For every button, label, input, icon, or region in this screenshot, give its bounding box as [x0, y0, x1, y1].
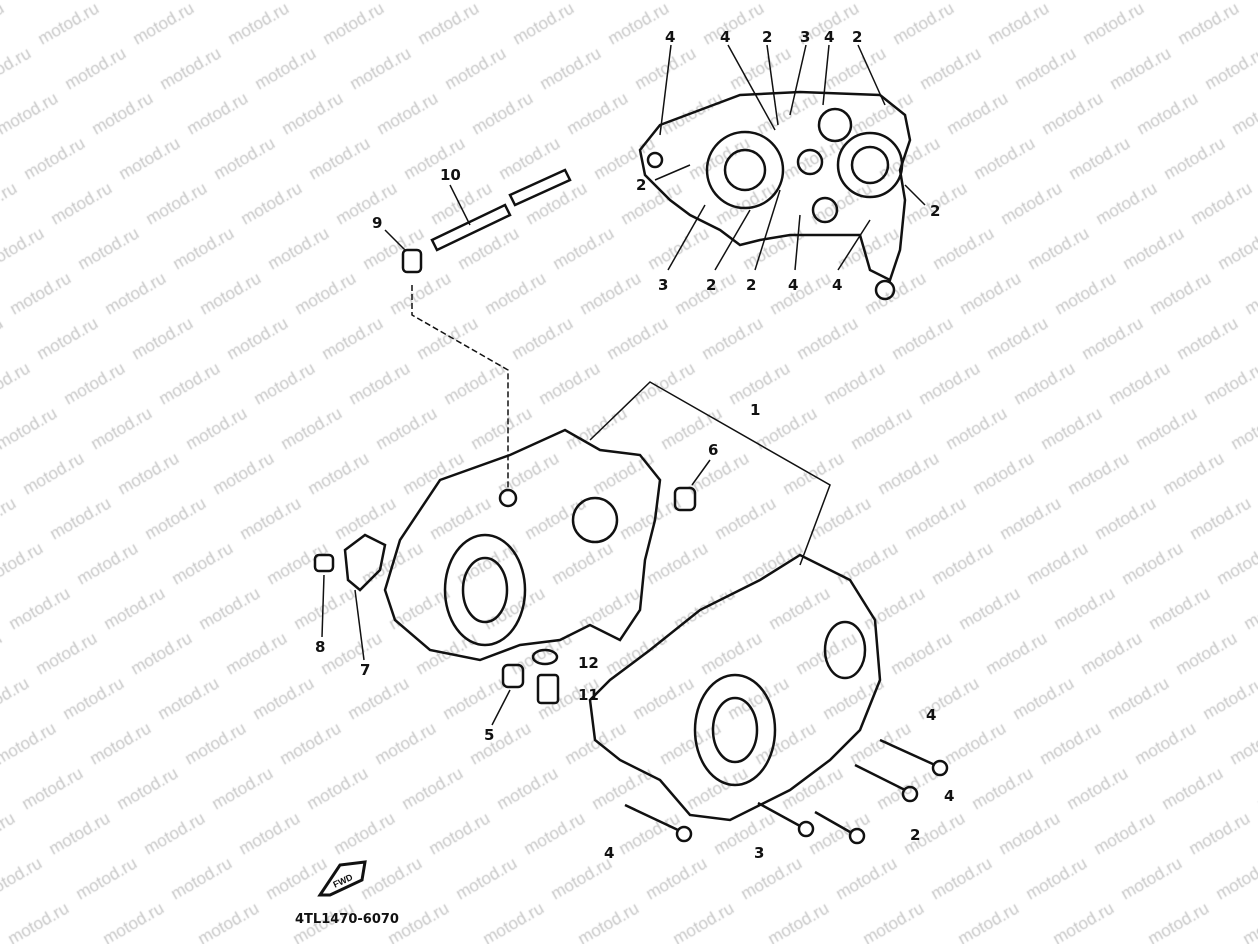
plate-part-7 — [343, 533, 387, 592]
callout-10: 10 — [440, 166, 461, 184]
dowel-part-5 — [501, 663, 525, 689]
callout-11: 11 — [578, 686, 599, 704]
callout: 4 — [832, 276, 842, 294]
bolt-4-lower — [624, 803, 693, 843]
callout: 2 — [930, 202, 940, 220]
callout-5: 5 — [484, 726, 494, 744]
callout: 2 — [746, 276, 756, 294]
diagram-code: 4TL1470-6070 — [295, 912, 399, 927]
callout-12: 12 — [578, 654, 599, 672]
callout: 3 — [800, 28, 810, 46]
dowel-part-6 — [673, 486, 697, 512]
drain-bolt-part-11 — [536, 673, 560, 705]
callout-1: 1 — [750, 401, 760, 419]
callout: 4 — [720, 28, 730, 46]
callout: 2 — [706, 276, 716, 294]
bolt-4-middle — [854, 763, 919, 803]
plug-part-8 — [313, 553, 335, 573]
bolt-4-upper — [879, 738, 949, 777]
hose-part-10 — [430, 168, 572, 252]
callout: 2 — [762, 28, 772, 46]
callout-7: 7 — [360, 661, 370, 679]
callout: 4 — [665, 28, 675, 46]
callout-1-bracket — [589, 381, 831, 566]
top-view-leaders — [654, 44, 926, 271]
callout: 4 — [824, 28, 834, 46]
callout: 2 — [852, 28, 862, 46]
callout-8: 8 — [315, 638, 325, 656]
callout-4: 4 — [604, 844, 614, 862]
callout-4: 4 — [944, 787, 954, 805]
crankcase-left-half — [383, 428, 662, 662]
callout-3: 3 — [754, 844, 764, 862]
top-view-labels: 4 4 2 3 4 2 2 2 3 2 2 4 4 — [636, 28, 940, 294]
callout-6: 6 — [708, 441, 718, 459]
crankcase-top-view — [638, 90, 912, 301]
bolt-2 — [814, 810, 866, 845]
callout-4: 4 — [926, 706, 936, 724]
gasket-part-12 — [531, 648, 559, 666]
callout: 4 — [788, 276, 798, 294]
callout: 2 — [636, 176, 646, 194]
callout-9: 9 — [372, 214, 382, 232]
crankcase-right-half — [588, 553, 882, 822]
bolt-3 — [757, 801, 815, 838]
nipple-part-9 — [401, 248, 509, 490]
callout: 3 — [658, 276, 668, 294]
callout-2: 2 — [910, 826, 920, 844]
fwd-arrow-icon: FWD — [317, 860, 367, 897]
